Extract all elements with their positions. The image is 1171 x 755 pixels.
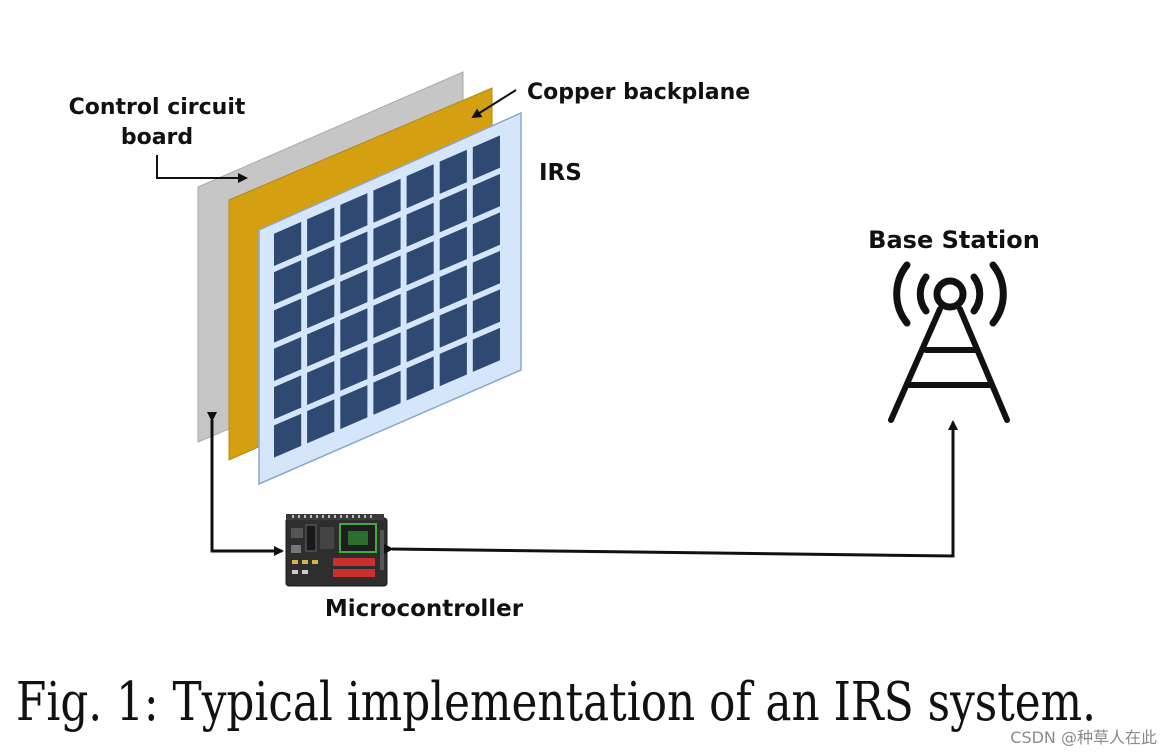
csdn-watermark: CSDN @种草人在此 [1010,728,1157,747]
irs-element [406,318,434,363]
irs-element [373,332,401,377]
irs-element [274,337,302,381]
control-board-connection-arrow [207,412,284,556]
irs-element [340,231,368,276]
base-station-tower-icon [888,261,1010,423]
irs-element [274,298,302,343]
irs-element [340,193,368,238]
irs-element [406,202,434,247]
irs-element-grid [274,135,500,458]
copper-backplane-label: Copper backplane [527,80,750,105]
irs-element [439,188,467,233]
control-circuit-board-label-line1: Control circuit [69,95,246,120]
base-station-connection-arrow [383,420,958,558]
figure-caption: Fig. 1: Typical implementation of an IRS… [16,672,1096,733]
irs-element [307,207,335,252]
irs-element [439,265,467,310]
irs-element [274,221,302,266]
irs-element [439,149,467,194]
irs-element [307,361,335,405]
irs-element [340,269,368,314]
base-station-label: Base Station [868,226,1040,254]
irs-element [307,322,335,367]
irs-element [373,370,401,415]
copper-backplane-leader-arrow [471,89,517,119]
control-circuit-board-label-line2: board [121,125,193,150]
irs-element [439,342,467,387]
irs-element [406,164,434,209]
irs-element [472,289,500,334]
control-board-leader-arrow [156,155,248,183]
irs-element [472,135,500,180]
microcontroller-icon [285,514,388,587]
irs-element [472,250,500,295]
irs-element [307,245,335,290]
irs-element [439,303,467,348]
irs-element [340,385,368,430]
irs-element [373,293,401,338]
irs-element [373,178,401,223]
irs-element [406,279,434,324]
irs-element [274,375,302,420]
irs-element [472,327,500,372]
irs-element [307,284,335,329]
irs-element [406,241,434,286]
irs-element [373,255,401,300]
irs-element [307,399,335,444]
irs-element [274,260,302,305]
irs-label: IRS [539,160,582,186]
irs-element [373,217,401,262]
irs-element [340,308,368,353]
irs-element [472,212,500,257]
irs-element [472,173,500,218]
irs-element [439,226,467,271]
microcontroller-label: Microcontroller [325,596,524,622]
irs-element [340,346,368,391]
irs-element [406,356,434,401]
